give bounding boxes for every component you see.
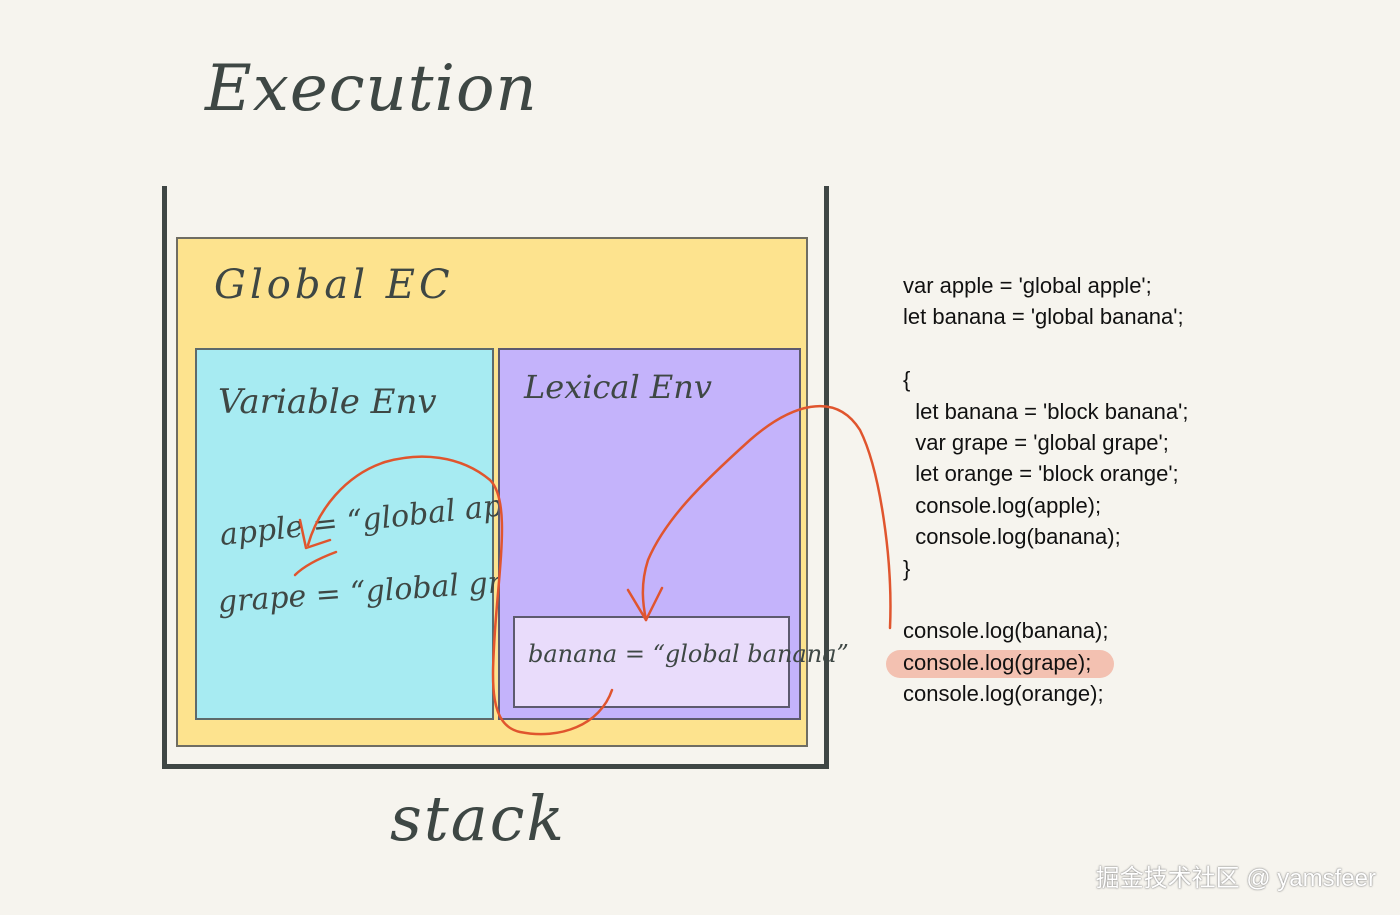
code-line: console.log(apple); (903, 492, 1102, 518)
watermark: 掘金技术社区 @ yamsfeer (1095, 865, 1376, 892)
code-line: let banana = 'global banana'; (903, 304, 1184, 330)
code-line: var grape = 'global grape'; (903, 429, 1169, 455)
lexical-env-label: Lexical Env (524, 368, 712, 406)
code-line (903, 333, 1188, 364)
global-ec-label: Global EC (214, 262, 454, 308)
code-line: { (903, 367, 911, 393)
code-line: let banana = 'block banana'; (903, 398, 1189, 424)
code-line: console.log(orange); (903, 681, 1104, 707)
code-snippet: var apple = 'global apple'; let banana = … (903, 270, 1188, 709)
variable-env-label: Variable Env (218, 382, 437, 422)
diagram-title: Execution (205, 52, 538, 126)
code-line: var apple = 'global apple'; (903, 273, 1152, 298)
stack-label: stack (390, 782, 566, 855)
code-highlight (886, 650, 1114, 678)
code-line: let orange = 'block orange'; (903, 461, 1179, 487)
code-line (903, 584, 1188, 615)
code-line-highlighted: console.log(grape); (903, 649, 1092, 675)
code-line: console.log(banana); (903, 524, 1121, 550)
code-line: console.log(banana); (903, 618, 1109, 644)
code-line: } (903, 555, 911, 581)
banana-binding: banana = “global banana” (528, 640, 849, 668)
